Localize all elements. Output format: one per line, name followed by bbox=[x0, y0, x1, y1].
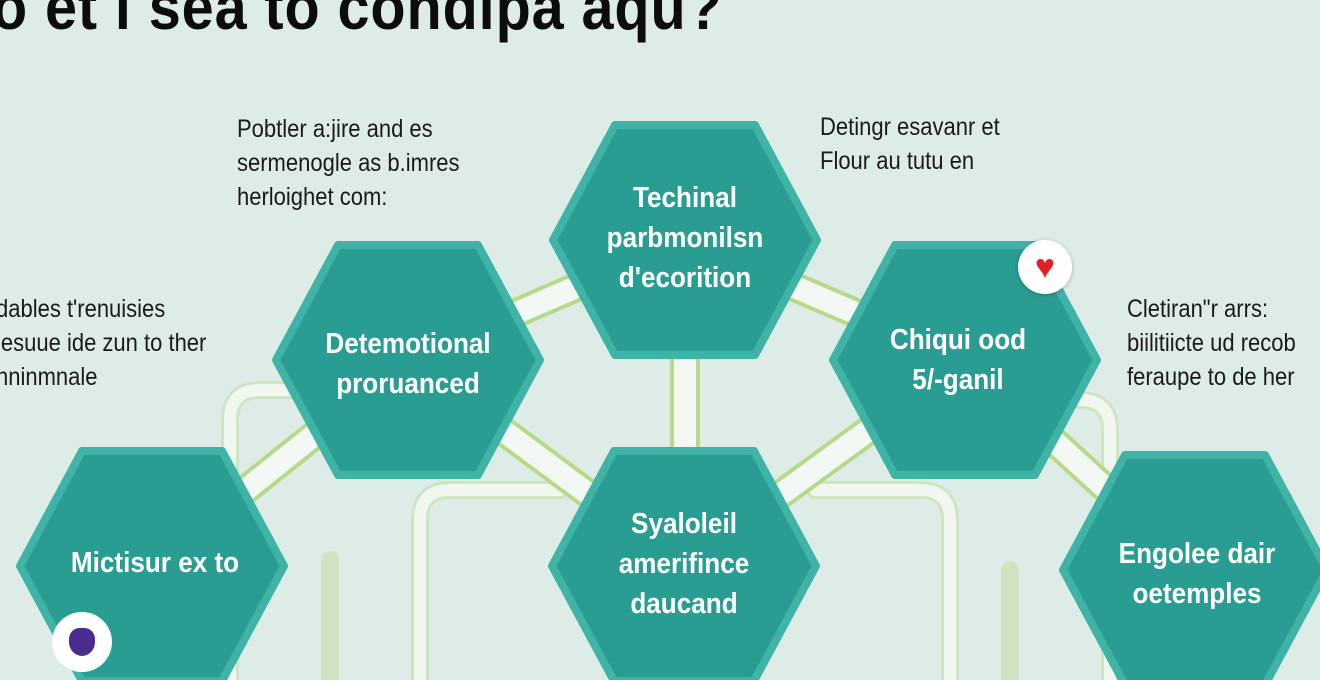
note-line: biilitiicte ud recob bbox=[1127, 329, 1296, 357]
hex-line: Syaloleil bbox=[631, 508, 737, 540]
note-right: Cletiran"r arrs: biilitiicte ud recob fe… bbox=[1127, 292, 1296, 394]
hex-line: oetemples bbox=[1132, 578, 1262, 610]
note-left: dables t'renuisies lesuue ide zun to the… bbox=[0, 292, 206, 394]
hexagon-label-engolee: Engolee dair oetemples bbox=[1080, 534, 1314, 614]
note-line: herloighet com: bbox=[237, 183, 388, 211]
note-line: dables t'renuisies bbox=[0, 295, 166, 323]
hex-line: Chiqui ood bbox=[889, 324, 1027, 356]
hexagon-label-technical: Techinal parbmonilsn d'ecorition bbox=[568, 178, 802, 298]
hex-line: parbmonilsn bbox=[606, 222, 764, 254]
note-top-right: Detingr esavanr et Flour au tutu en bbox=[820, 110, 1000, 178]
hex-line: Techinal bbox=[633, 182, 737, 214]
hex-line: Detemotional bbox=[325, 328, 491, 360]
hexagon-label-detemotional: Detemotional proruanced bbox=[291, 324, 525, 404]
hexagon-label-chiqui: Chiqui ood 5/-ganil bbox=[841, 320, 1075, 400]
hexagon-node bbox=[829, 241, 1101, 479]
note-line: nninmnale bbox=[0, 363, 98, 391]
note-line: Cletiran"r arrs: bbox=[1127, 295, 1269, 323]
note-line: Pobtler a:jire and es bbox=[237, 115, 433, 143]
hexagon-label-mictisur: Mictisur ex to bbox=[38, 543, 272, 583]
note-line: Detingr esavanr et bbox=[820, 113, 1000, 141]
hex-line: proruanced bbox=[336, 368, 480, 400]
note-line: sermenogle as b.imres bbox=[237, 149, 460, 177]
hexagon-node bbox=[1059, 451, 1320, 680]
hex-line: amerifince bbox=[618, 548, 750, 580]
note-line: feraupe to de her bbox=[1127, 363, 1295, 391]
logo-badge bbox=[52, 612, 112, 672]
hex-line: d'ecorition bbox=[618, 262, 752, 294]
hex-line: daucand bbox=[630, 588, 738, 620]
note-line: Flour au tutu en bbox=[820, 147, 975, 175]
heart-icon: ♥ bbox=[1018, 240, 1072, 294]
note-line: lesuue ide zun to ther bbox=[0, 329, 207, 357]
hexagon-node bbox=[549, 121, 821, 359]
hex-line: 5/-ganil bbox=[912, 364, 1004, 396]
hexagon-node bbox=[272, 241, 544, 479]
hex-line: Engolee dair bbox=[1118, 538, 1276, 570]
shield-icon bbox=[69, 628, 95, 656]
hexagon-label-syaloleil: Syaloleil amerifince daucand bbox=[567, 504, 801, 624]
note-top-left: Pobtler a:jire and es sermenogle as b.im… bbox=[237, 112, 460, 214]
hexagon-node bbox=[548, 447, 820, 680]
hex-line: Mictisur ex to bbox=[70, 547, 240, 579]
page-title: o et l sea to condipa aqu? bbox=[0, 0, 723, 43]
